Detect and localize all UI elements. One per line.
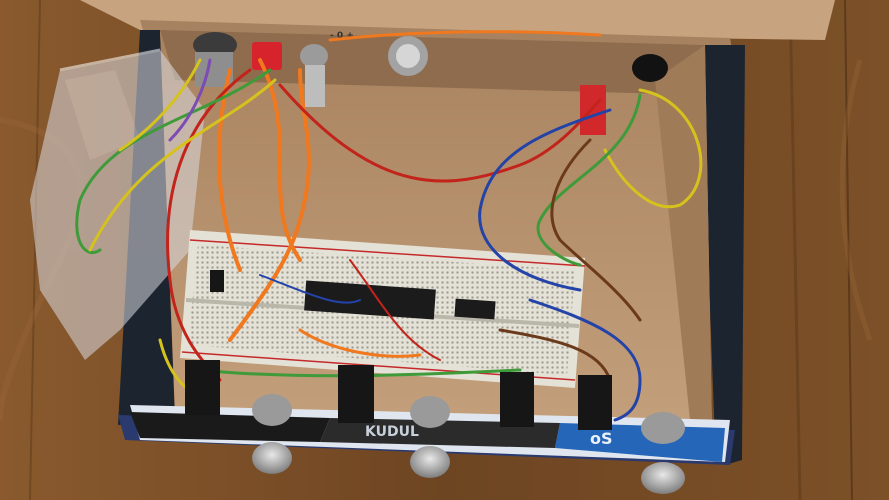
transistor bbox=[210, 270, 224, 292]
audio-jack-2 bbox=[338, 365, 374, 423]
potentiometer-2 bbox=[410, 396, 450, 428]
ic-chip-large bbox=[304, 280, 436, 320]
bottom-jacks-and-knobs bbox=[185, 360, 685, 494]
breadboard bbox=[180, 230, 586, 388]
red-terminal-block bbox=[580, 85, 606, 135]
knob-3 bbox=[641, 462, 685, 494]
potentiometer-1 bbox=[252, 394, 292, 426]
audio-jack-3 bbox=[500, 372, 534, 427]
red-toggle-switch bbox=[252, 42, 282, 70]
lid-print-left: KUDUL bbox=[365, 424, 419, 440]
audio-jack-4 bbox=[578, 375, 612, 430]
audio-jack-1 bbox=[185, 360, 220, 415]
dc-power-jack bbox=[632, 54, 668, 82]
tab-letters: - 0 + bbox=[330, 31, 354, 41]
knob-2 bbox=[410, 446, 450, 478]
potentiometer-3 bbox=[641, 412, 685, 444]
knob-1 bbox=[252, 442, 292, 474]
ic-chip-small bbox=[454, 298, 496, 320]
lid-print-right: oS bbox=[590, 429, 613, 448]
